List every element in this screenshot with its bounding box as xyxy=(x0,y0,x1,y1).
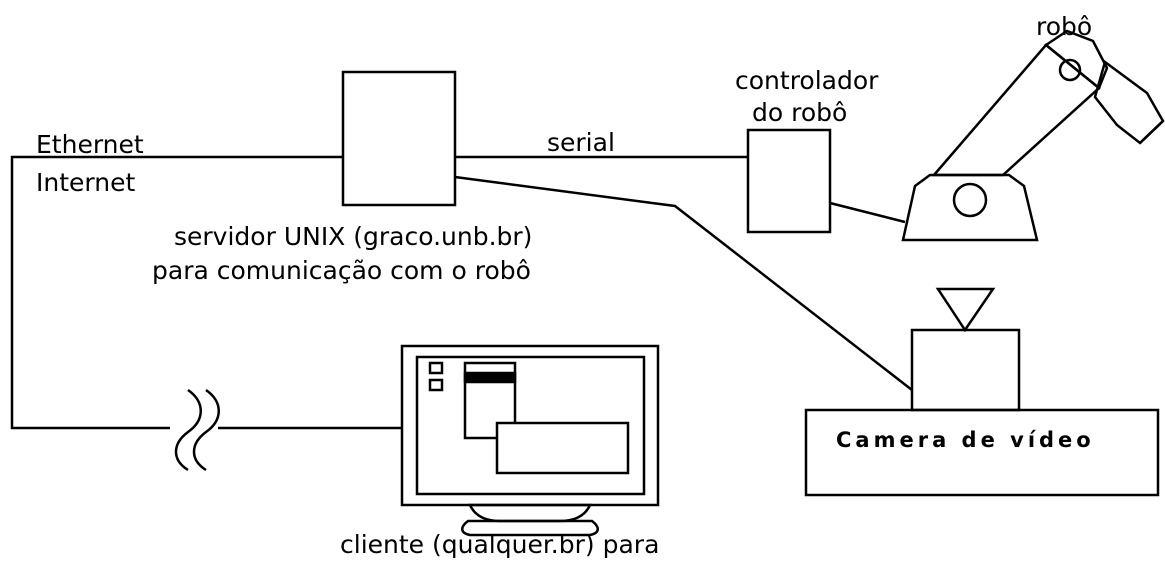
internet-label: Internet xyxy=(36,168,136,197)
controller-robot-cable xyxy=(829,201,906,224)
client-label: cliente (qualquer.br) para xyxy=(340,530,660,559)
controller-label-line2: do robô xyxy=(752,98,848,127)
camera-label: Camera de vídeo xyxy=(836,428,1095,452)
controller-box xyxy=(746,128,832,234)
ethernet-label: Ethernet xyxy=(36,130,144,159)
robot-label: robô xyxy=(1036,12,1093,41)
client-monitor xyxy=(400,344,660,537)
server-label-line2: para comunicação com o robô xyxy=(152,256,531,285)
controller-label-line1: controlador xyxy=(735,66,879,95)
video-camera xyxy=(804,287,1160,497)
server-label-line1: servidor UNIX (graco.unb.br) xyxy=(174,222,533,251)
camera-cable xyxy=(454,175,913,391)
serial-label: serial xyxy=(547,128,615,157)
server-box xyxy=(341,70,457,207)
robot-arm xyxy=(901,29,1165,242)
network-break-symbol xyxy=(174,388,220,472)
ethernet-line xyxy=(10,155,343,430)
